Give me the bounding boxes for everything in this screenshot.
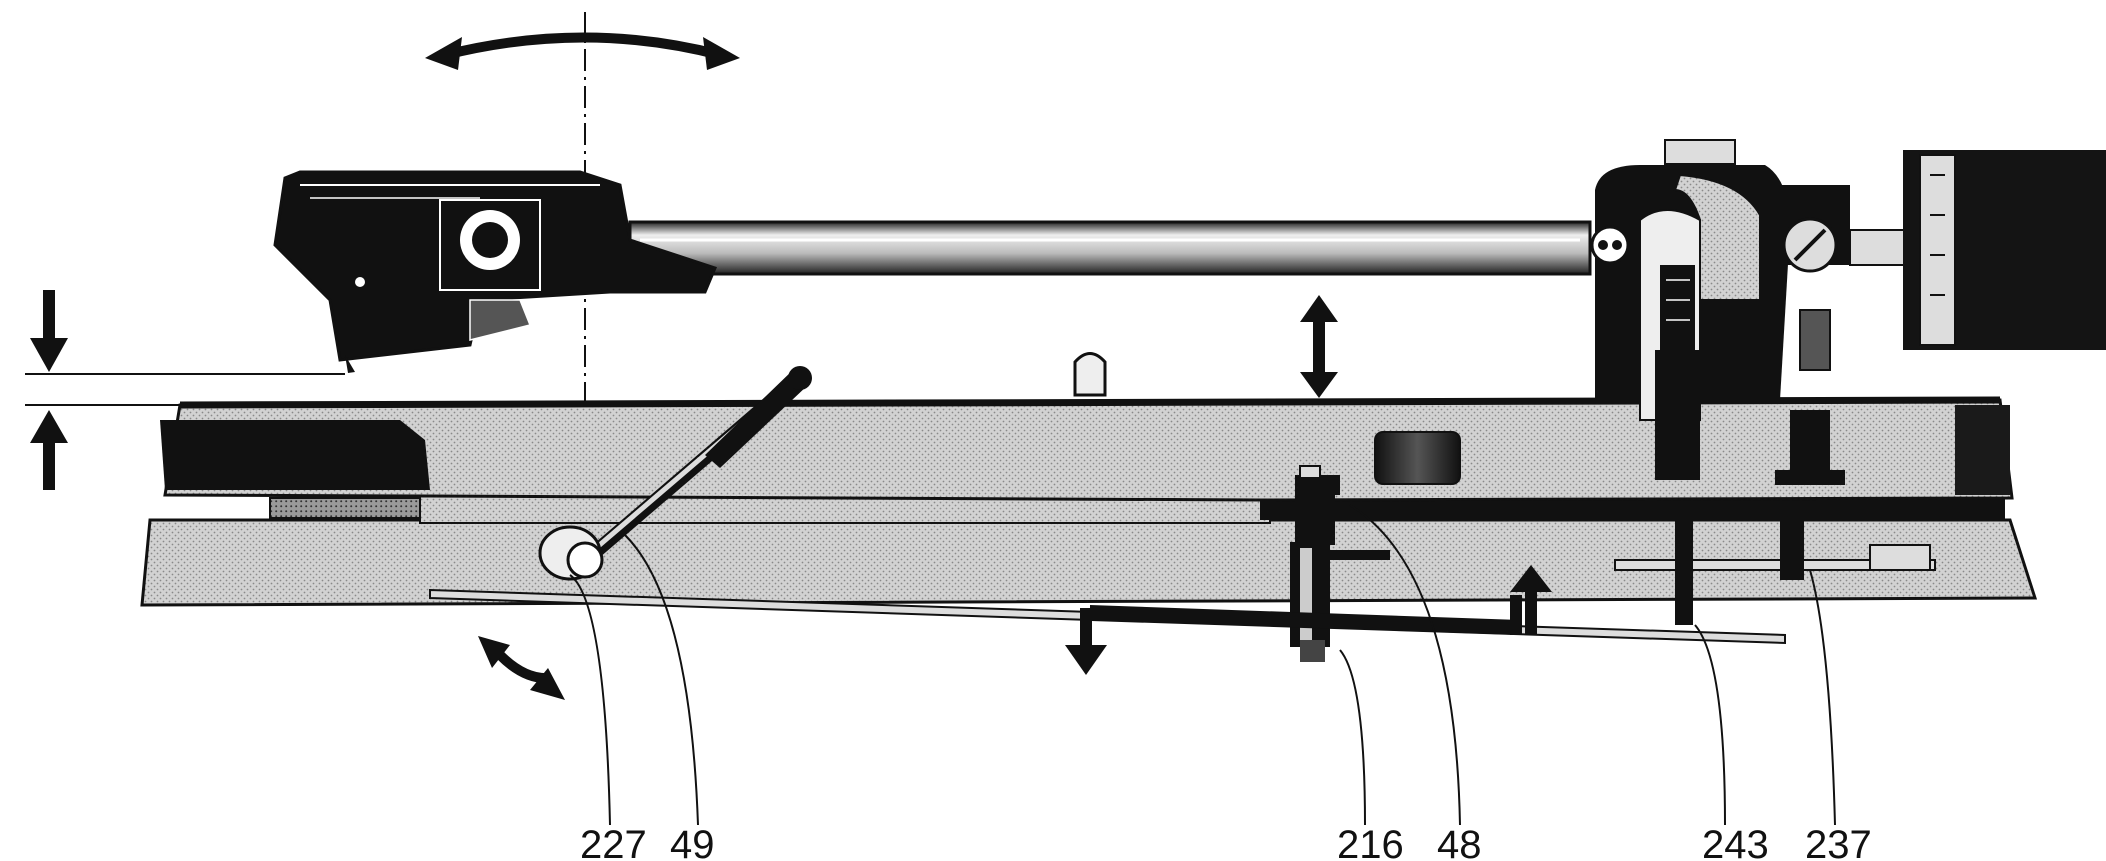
leader-49 bbox=[624, 534, 699, 826]
leader-lines bbox=[569, 504, 1836, 826]
up-arrow-left-icon bbox=[30, 410, 68, 490]
callout-227: 227 bbox=[580, 823, 647, 861]
leader-243 bbox=[1694, 624, 1726, 826]
headshell-cartridge bbox=[273, 170, 718, 373]
right-linkage-243-237 bbox=[1614, 520, 1936, 625]
callout-237: 237 bbox=[1805, 823, 1872, 861]
leader-237 bbox=[1809, 569, 1836, 826]
deck-knob bbox=[1374, 431, 1461, 485]
leader-216 bbox=[1339, 649, 1366, 826]
cue-lever bbox=[538, 366, 812, 581]
up-arrow-lever-icon bbox=[1510, 565, 1552, 635]
deck-base bbox=[140, 396, 2038, 607]
down-arrow-left-icon bbox=[30, 290, 68, 372]
linkage-bar bbox=[429, 588, 1786, 645]
callout-216: 216 bbox=[1337, 823, 1404, 861]
callout-243: 243 bbox=[1702, 823, 1769, 861]
down-arrow-lever-icon bbox=[1065, 608, 1107, 675]
curved-double-arrow-bottom-left-icon bbox=[478, 636, 565, 700]
vertical-double-arrow-center-icon bbox=[1300, 295, 1338, 398]
callout-48: 48 bbox=[1437, 823, 1482, 861]
pivot-bearing-assembly bbox=[1590, 139, 2106, 485]
curved-double-arrow-top-icon bbox=[425, 32, 740, 70]
arm-rest-post bbox=[1073, 352, 1107, 397]
tonearm-tube bbox=[628, 220, 1592, 276]
callout-49: 49 bbox=[670, 823, 715, 861]
leader-48 bbox=[1349, 504, 1461, 826]
leader-227 bbox=[569, 574, 611, 826]
